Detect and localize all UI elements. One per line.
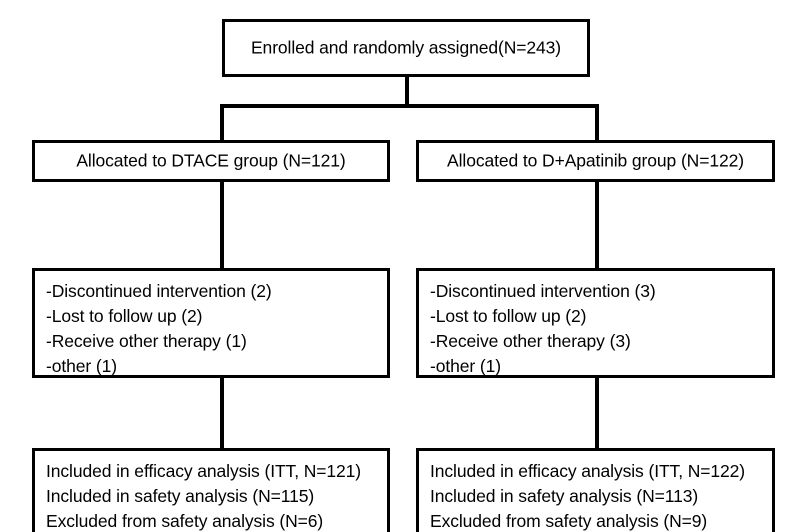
node-analysis-apatinib-line-2: Included in safety analysis (N=113) <box>430 485 699 506</box>
node-followup-apatinib-line-4: -other (1) <box>430 355 501 376</box>
connector-split-to-left-allocation <box>220 104 224 140</box>
node-analysis-dtace-line-2: Included in safety analysis (N=115) <box>46 485 315 506</box>
node-analysis-dtace-line-3: Excluded from safety analysis (N=6) <box>46 510 324 531</box>
node-enrollment: Enrolled and randomly assigned(N=243) <box>222 19 590 77</box>
connector-split-to-right-allocation <box>595 104 599 140</box>
node-followup-dtace: -Discontinued intervention (2) -Lost to … <box>32 268 390 378</box>
node-followup-dtace-line-3: -Receive other therapy (1) <box>46 330 247 351</box>
node-allocation-apatinib: Allocated to D+Apatinib group (N=122) <box>416 140 775 182</box>
node-analysis-apatinib-line-1: Included in efficacy analysis (ITT, N=12… <box>430 461 746 481</box>
node-analysis-dtace: Included in efficacy analysis (ITT, N=12… <box>32 448 390 532</box>
node-allocation-apatinib-label: Allocated to D+Apatinib group (N=122) <box>447 150 744 171</box>
node-followup-dtace-line-1: -Discontinued intervention (2) <box>46 281 272 301</box>
node-followup-dtace-line-2: -Lost to follow up (2) <box>46 305 203 326</box>
node-followup-apatinib-line-1: -Discontinued intervention (3) <box>430 281 656 301</box>
node-analysis-dtace-line-1: Included in efficacy analysis (ITT, N=12… <box>46 461 362 481</box>
connector-right-allocation-to-followup <box>595 180 599 270</box>
connector-split-bar <box>220 104 599 108</box>
node-followup-apatinib-line-3: -Receive other therapy (3) <box>430 330 631 351</box>
connector-left-followup-to-analysis <box>220 376 224 450</box>
node-enrollment-label: Enrolled and randomly assigned(N=243) <box>250 37 562 58</box>
node-allocation-dtace: Allocated to DTACE group (N=121) <box>32 140 390 182</box>
node-analysis-apatinib: Included in efficacy analysis (ITT, N=12… <box>416 448 775 532</box>
node-followup-apatinib-line-2: -Lost to follow up (2) <box>430 305 587 326</box>
connector-enrollment-stem <box>405 76 409 106</box>
node-analysis-apatinib-line-3: Excluded from safety analysis (N=9) <box>430 510 708 531</box>
node-followup-apatinib: -Discontinued intervention (3) -Lost to … <box>416 268 775 378</box>
connector-left-allocation-to-followup <box>220 180 224 270</box>
connector-right-followup-to-analysis <box>595 376 599 450</box>
node-allocation-dtace-label: Allocated to DTACE group (N=121) <box>76 150 346 171</box>
node-followup-dtace-line-4: -other (1) <box>46 355 117 376</box>
